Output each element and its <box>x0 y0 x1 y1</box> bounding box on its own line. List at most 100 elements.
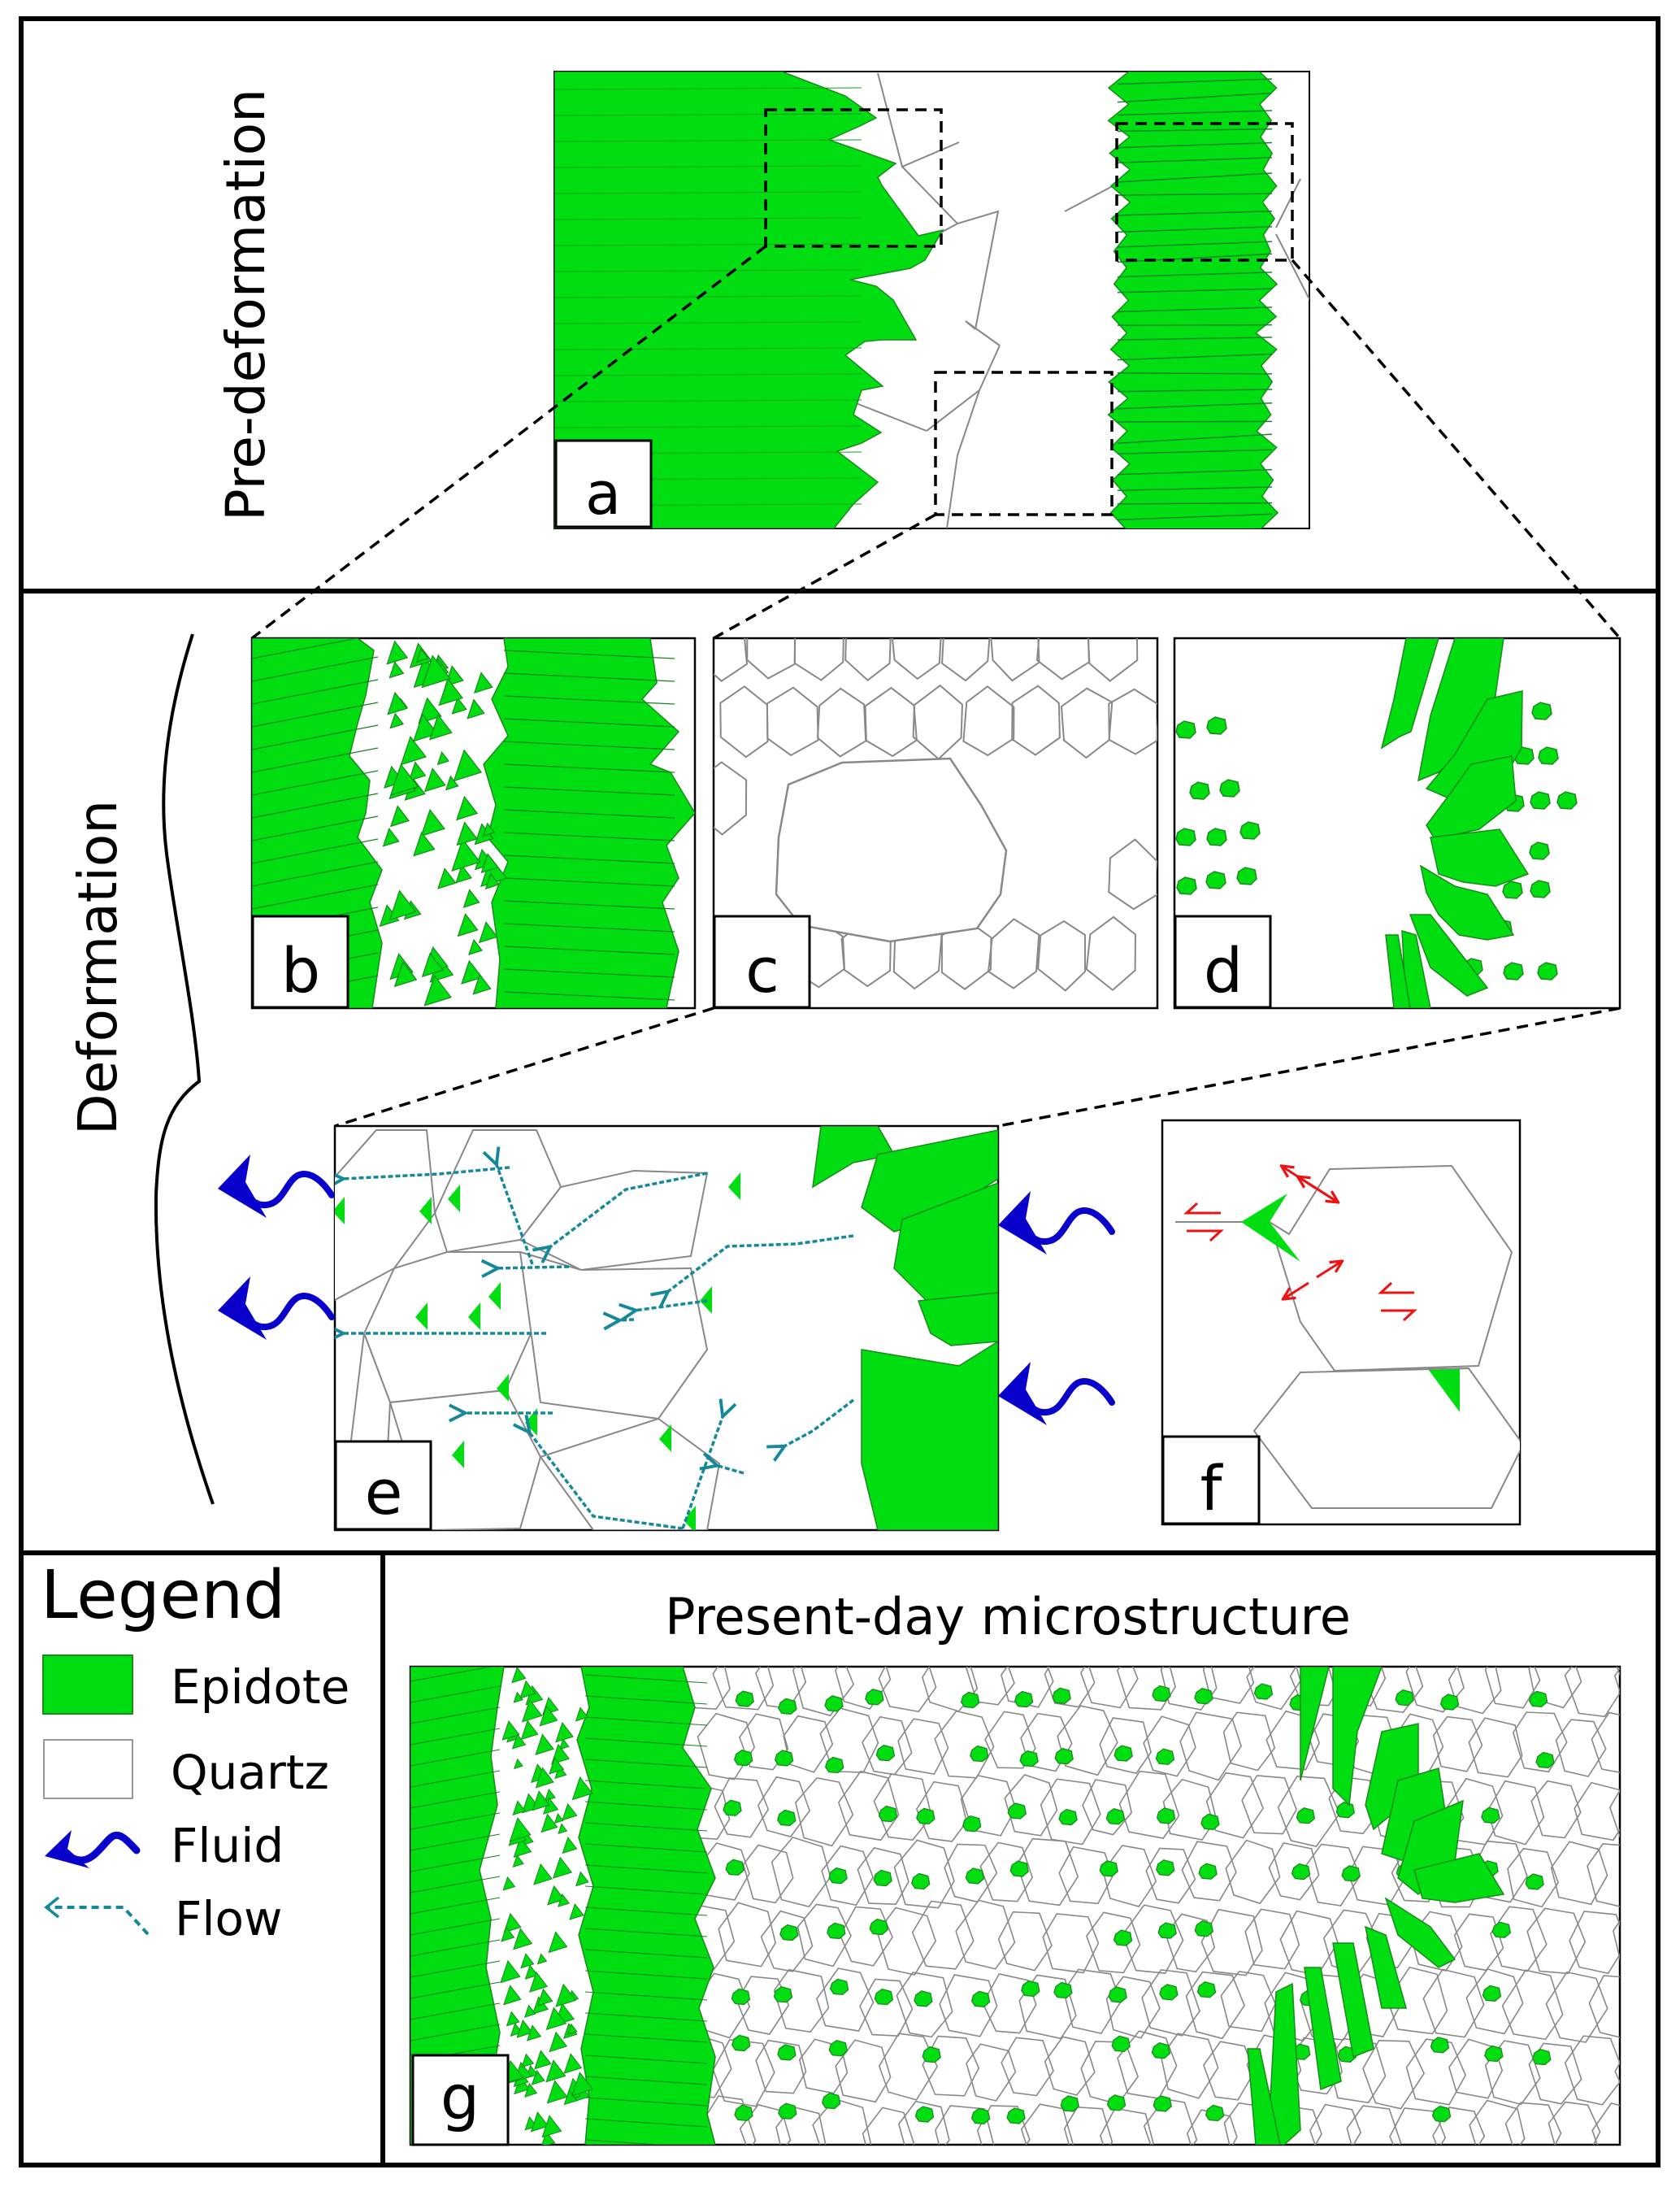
epidote-dot <box>735 1690 754 1707</box>
epidote-spray-grain <box>1332 1942 1374 2059</box>
epidote-fragment <box>524 1964 539 1980</box>
quartz-grain <box>893 1839 955 1909</box>
epidote-grain-boundary <box>1117 210 1273 216</box>
epidote-fragment <box>472 973 492 995</box>
quartz-grain <box>1501 1969 1564 2041</box>
panel-f: f <box>1161 1119 1522 1526</box>
quartz-grain <box>960 1774 1017 1837</box>
epidote-dot <box>1194 1688 1213 1705</box>
epidote-fragment <box>502 1876 516 1891</box>
epidote-fragment <box>524 2082 538 2098</box>
epidote-dot <box>1291 1863 1311 1880</box>
epidote-dot <box>1502 880 1523 899</box>
epidote-fragment <box>428 714 453 741</box>
epidote-dot <box>970 2107 991 2125</box>
epidote-cleavage-line <box>584 1822 708 1832</box>
quartz-grain <box>812 2098 872 2145</box>
quartz-grain <box>792 1667 855 1717</box>
epidote-dot <box>874 1988 894 2006</box>
epidote-dot <box>1430 2037 1450 2054</box>
epidote-cleavage-line <box>554 87 862 90</box>
quartz-grain-large-central <box>775 757 1008 943</box>
epidote-fragment <box>539 1705 558 1727</box>
zoom-box-right <box>1115 122 1294 262</box>
epidote-spray-grain <box>1300 1667 1330 1781</box>
epidote-fragment <box>536 1988 553 2007</box>
epidote-cleavage-line <box>410 1876 501 1894</box>
epidote-fragment <box>457 912 479 937</box>
panel-f-label-box <box>1161 1435 1261 1525</box>
quartz-grain <box>1037 920 1087 992</box>
quartz-grain <box>1044 1667 1096 1708</box>
epidote-grain-boundary <box>1117 157 1273 163</box>
quartz-grain <box>1205 1772 1265 1839</box>
epidote-cleavage-line <box>503 809 675 819</box>
epidote-cleavage-line <box>410 2002 501 2020</box>
epidote-fragment <box>531 2069 545 2085</box>
quartz-grain <box>795 1776 854 1847</box>
epidote-dot <box>1200 1813 1220 1830</box>
epidote-dot <box>965 1867 985 1885</box>
epidote-dot <box>1219 779 1240 798</box>
epidote-dot <box>1021 1980 1040 1998</box>
quartz-grain <box>897 1718 949 1776</box>
epidote-dot <box>1196 1981 1217 1998</box>
epidote-fragment <box>563 2053 583 2074</box>
epidote-cleavage-line <box>584 1695 708 1705</box>
fluid-arrow-head <box>218 1276 267 1340</box>
epidote-fragment <box>445 775 459 791</box>
quartz-grain <box>987 918 1040 989</box>
flow-path <box>528 1431 684 1530</box>
epidote-cleavage-line <box>252 724 379 750</box>
quartz-grain <box>1099 1717 1152 1775</box>
epidote-fragment <box>558 1823 568 1834</box>
epidote-fragment <box>461 959 483 985</box>
epidote-fragment <box>506 2011 520 2027</box>
panel-a-label: a <box>585 459 621 528</box>
epidote-fragment <box>545 2059 567 2083</box>
epidote-cleavage-line <box>584 1991 708 2001</box>
epidote-fragment <box>548 1931 568 1954</box>
epidote-triple-junction <box>468 1302 480 1330</box>
epidote-dot <box>731 2034 751 2052</box>
epidote-cleavage-line <box>252 815 379 841</box>
flow-path <box>341 1166 510 1179</box>
epidote-dot <box>1111 2035 1131 2053</box>
epidote-dot <box>1341 1865 1361 1882</box>
epidote-grain-boundary <box>1117 468 1273 476</box>
epidote-dot <box>1538 746 1559 765</box>
epidote-dot <box>1106 2094 1127 2111</box>
epidote-cleavage-line <box>554 347 862 350</box>
quartz-grain <box>742 1844 794 1904</box>
epidote-cleavage-line <box>584 2012 708 2022</box>
epidote-dot <box>1556 791 1578 810</box>
epidote-dot <box>970 1745 989 1763</box>
epidote-cleavage-line <box>503 991 675 1001</box>
epidote-cleavage-line <box>410 1685 501 1703</box>
epidote-cleavage-line <box>252 656 379 682</box>
shear-arrows-right <box>1378 1281 1417 1322</box>
quartz-grain <box>766 686 819 757</box>
panel-d-label-box <box>1174 915 1272 1009</box>
epidote-fragment <box>421 952 445 978</box>
epidote-grain-boundary <box>1117 389 1273 393</box>
epidote-cleavage-line <box>410 1854 501 1872</box>
section-title-deformation: Deformation <box>67 800 129 1135</box>
epidote-cleavage-line <box>503 763 675 773</box>
quartz-grain <box>1222 1711 1276 1772</box>
epidote-fragment <box>553 1812 564 1824</box>
epidote-fragment <box>541 2115 562 2138</box>
quartz-grain <box>1118 1770 1180 1839</box>
epidote-dot <box>1205 2104 1225 2122</box>
epidote-spray-grain <box>1247 2048 1281 2145</box>
epidote-dot <box>970 1990 991 2007</box>
panel-b: b <box>250 637 697 1010</box>
epidote-triple-junction <box>728 1172 740 1200</box>
epidote-cleavage-line <box>503 718 675 728</box>
quartz-grain <box>1042 1913 1100 1974</box>
quartz-grain <box>821 1845 875 1907</box>
quartz-grain <box>939 1974 998 2037</box>
epidote-cleavage-line <box>503 650 675 659</box>
fluid-arrow-head <box>998 1191 1047 1254</box>
epidote-dot <box>1525 1873 1544 1890</box>
